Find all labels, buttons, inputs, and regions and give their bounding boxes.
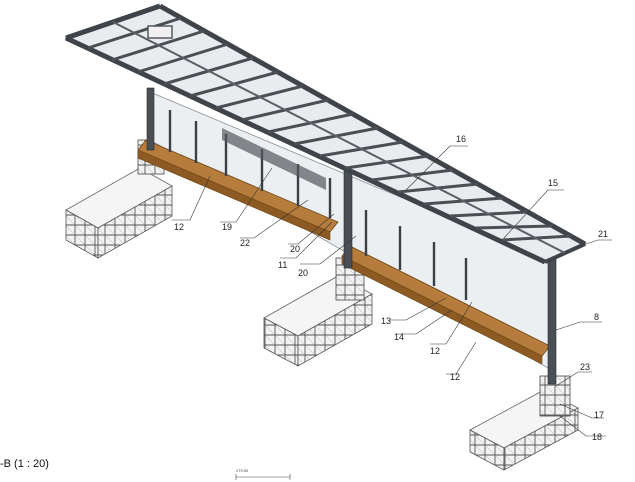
callout-16: 16 bbox=[456, 134, 467, 144]
callout-21: 21 bbox=[598, 229, 609, 239]
callout-18: 18 bbox=[592, 432, 603, 442]
bench-left bbox=[137, 139, 339, 241]
view-title: -B (1 : 20) bbox=[0, 458, 49, 470]
callout-17: 17 bbox=[594, 410, 605, 420]
callout-12-left: 12 bbox=[174, 222, 185, 232]
callout-20-lower: 20 bbox=[298, 268, 309, 278]
callout-15: 15 bbox=[548, 178, 559, 188]
callout-12-low: 12 bbox=[450, 372, 461, 382]
scale-bar bbox=[235, 474, 291, 480]
callout-23: 23 bbox=[580, 362, 591, 372]
foundation-right bbox=[469, 375, 579, 471]
roof bbox=[64, 3, 587, 265]
foundation-left bbox=[65, 139, 173, 259]
foundation-middle bbox=[263, 257, 373, 367]
callout-20-upper: 20 bbox=[290, 244, 301, 254]
callout-19: 19 bbox=[222, 222, 233, 232]
callout-22: 22 bbox=[240, 238, 251, 248]
callout-11: 11 bbox=[278, 260, 288, 270]
callout-14: 14 bbox=[394, 332, 405, 342]
leader-lines bbox=[172, 145, 612, 437]
callout-8: 8 bbox=[594, 312, 600, 322]
scale-bar-text: 279.50 bbox=[236, 468, 249, 473]
callout-12-mid: 12 bbox=[430, 346, 441, 356]
callout-13: 13 bbox=[381, 316, 392, 326]
